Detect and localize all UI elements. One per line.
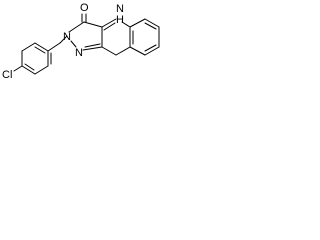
bond-double-inner bbox=[84, 43, 101, 48]
bond-double-inner bbox=[24, 63, 35, 71]
bond bbox=[70, 40, 77, 48]
atom-oxygen: O bbox=[80, 2, 89, 14]
atom-nitrogen-aryl: N bbox=[63, 31, 71, 43]
bond-double-inner bbox=[103, 22, 116, 31]
atom-nitrogen-nh: N bbox=[116, 3, 124, 15]
molecule-canvas: O N H N N Cl bbox=[0, 0, 171, 94]
benzo-ring bbox=[129, 18, 160, 56]
bond bbox=[59, 35, 68, 44]
bond bbox=[47, 42, 61, 52]
bond bbox=[144, 46, 160, 56]
bond bbox=[121, 21, 131, 28]
pyridine-ring bbox=[101, 18, 131, 56]
bond bbox=[21, 65, 36, 75]
bond bbox=[129, 18, 146, 28]
bond bbox=[34, 42, 49, 52]
atom-nitrogen-imine: N bbox=[75, 47, 83, 59]
bond bbox=[82, 46, 103, 51]
bond-double-inner bbox=[144, 44, 157, 52]
bond bbox=[144, 18, 160, 28]
pyrazolone-ring bbox=[59, 13, 103, 51]
bond bbox=[101, 46, 117, 56]
bond bbox=[129, 46, 146, 56]
atom-chlorine: Cl bbox=[2, 69, 12, 81]
bond bbox=[68, 21, 85, 33]
bond-to-chlorine bbox=[13, 65, 23, 72]
bond bbox=[83, 21, 103, 28]
atom-hydrogen: H bbox=[116, 14, 124, 26]
bond bbox=[34, 65, 49, 75]
bond bbox=[21, 42, 36, 52]
chlorophenyl-ring bbox=[13, 42, 61, 75]
bond bbox=[115, 46, 131, 56]
bond-double-inner bbox=[144, 22, 157, 30]
bond bbox=[101, 18, 117, 28]
molecule-diagram: O N H N N Cl bbox=[2, 2, 160, 81]
bond-double-inner bbox=[34, 46, 46, 54]
